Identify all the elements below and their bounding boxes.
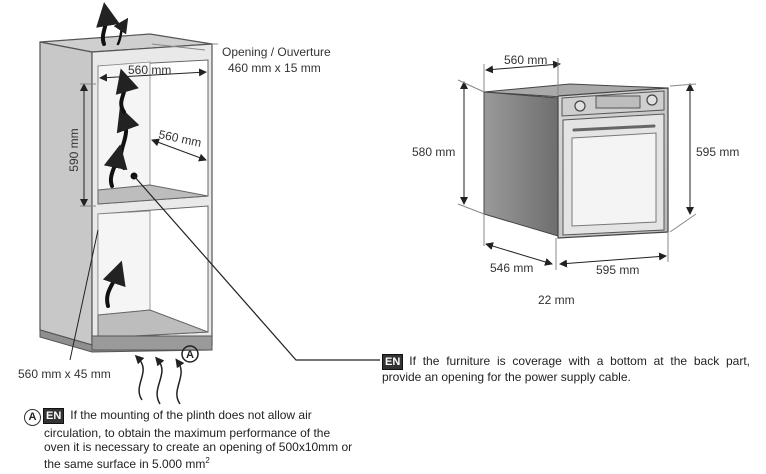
intake-arrows xyxy=(134,354,185,405)
opening-label: Opening / Ouverture xyxy=(222,45,331,59)
upper-niche-floor xyxy=(97,184,209,205)
oven-display xyxy=(595,95,641,109)
oven-knob-right xyxy=(646,94,658,106)
power-note-text: If the furniture is coverage with a bott… xyxy=(382,354,750,384)
oven-depth-label: 546 mm xyxy=(490,261,533,275)
airflow-arrows xyxy=(96,2,140,308)
oven-offset-label: 22 mm xyxy=(538,293,575,307)
superscript-two: 2 xyxy=(205,456,210,465)
en-badge: EN xyxy=(382,354,404,370)
marker-a: A xyxy=(181,345,199,363)
oven-left-height-label: 580 mm xyxy=(412,145,455,159)
oven-right-height-label: 595 mm xyxy=(696,145,739,159)
cabinet-width-label: 560 mm xyxy=(128,63,171,77)
oven-drawing xyxy=(483,83,669,239)
plinth-note-line-2: circulation, to obtain the maximum perfo… xyxy=(44,426,331,440)
airflow-arrow-lower xyxy=(102,260,126,308)
marker-a-text: A xyxy=(186,349,194,361)
plinth-size-label: 560 mm x 45 mm xyxy=(18,367,111,381)
airflow-arrow-upper-3 xyxy=(103,144,128,188)
oven-dimensions xyxy=(457,58,697,270)
plinth-note-line-3: oven it is necessary to create an openin… xyxy=(44,440,353,454)
en-badge-2: EN xyxy=(43,408,65,424)
airflow-arrow-upper-2 xyxy=(115,68,139,114)
opening-size-label: 460 mm x 15 mm xyxy=(228,61,321,75)
oven-top-width-label: 560 mm xyxy=(504,53,547,67)
a-badge: A xyxy=(24,409,41,426)
cabinet-dimensions xyxy=(69,43,218,361)
power-cable-leader xyxy=(133,175,380,361)
airflow-arrow-top xyxy=(96,2,120,46)
lower-niche-floor xyxy=(97,309,209,339)
oven-front-width-label: 595 mm xyxy=(596,263,639,277)
plinth-note-line-4: the same surface in 5.000 mm2 xyxy=(44,456,210,471)
oven-side xyxy=(483,91,559,237)
oven-handle xyxy=(572,124,656,132)
oven-window xyxy=(571,132,657,227)
oven-knob-left xyxy=(574,100,586,112)
cabinet-height-label: 590 mm xyxy=(67,128,81,171)
